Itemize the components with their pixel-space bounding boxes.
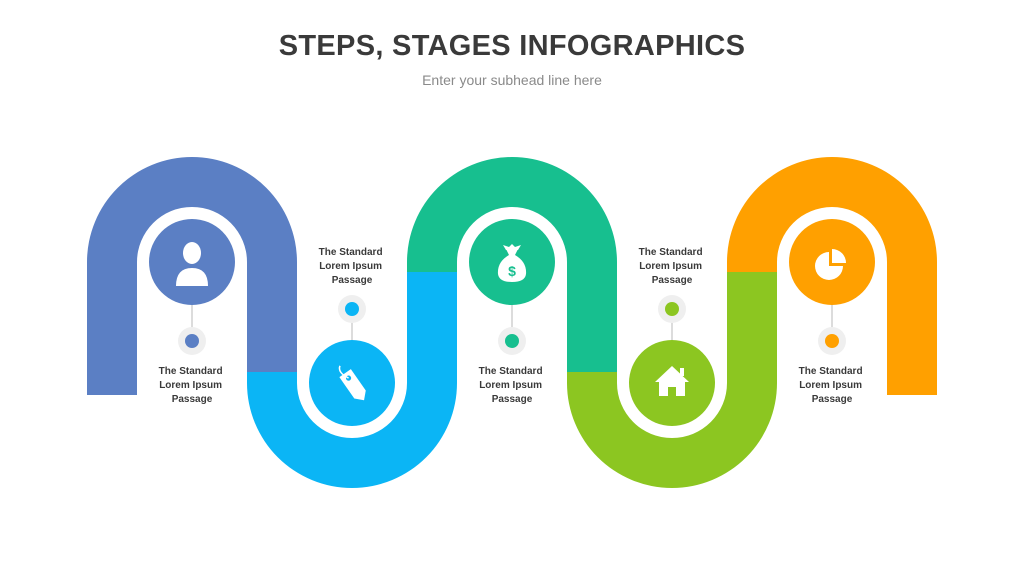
stage-5-band: [727, 157, 937, 395]
stage-3: $ The Standard Lorem Ipsum Passage: [469, 219, 555, 405]
page-subtitle: Enter your subhead line here: [422, 72, 602, 88]
stage-2-marker-dot: [345, 302, 359, 316]
stage-2: The Standard Lorem Ipsum Passage: [309, 247, 395, 426]
stage-3-marker-dot: [505, 334, 519, 348]
stage-1: The Standard Lorem Ipsum Passage: [149, 219, 235, 405]
stage-4-band: [567, 272, 777, 488]
stage-5-text: The Standard Lorem Ipsum Passage: [799, 366, 866, 405]
person-icon: [176, 242, 208, 286]
pie-chart-icon: [815, 249, 846, 280]
stage-5: The Standard Lorem Ipsum Passage: [789, 219, 875, 405]
stage-2-band: [247, 272, 457, 488]
price-tag-icon: [338, 365, 366, 401]
money-bag-icon: $: [497, 244, 527, 282]
stage-2-text: The Standard Lorem Ipsum Passage: [319, 247, 386, 286]
stage-1-marker-dot: [185, 334, 199, 348]
stage-1-text: The Standard Lorem Ipsum Passage: [159, 366, 226, 405]
stage-3-band: [407, 157, 617, 372]
page-title: STEPS, STAGES INFOGRAPHICS: [278, 30, 746, 62]
stage-4-marker-dot: [665, 302, 679, 316]
stage-1-band: [87, 157, 297, 395]
home-icon: [655, 366, 689, 396]
stage-5-marker-dot: [825, 334, 839, 348]
stage-4-text: The Standard Lorem Ipsum Passage: [639, 247, 706, 286]
stage-4: The Standard Lorem Ipsum Passage: [629, 247, 715, 426]
svg-text:$: $: [508, 263, 516, 279]
stage-3-text: The Standard Lorem Ipsum Passage: [479, 366, 546, 405]
